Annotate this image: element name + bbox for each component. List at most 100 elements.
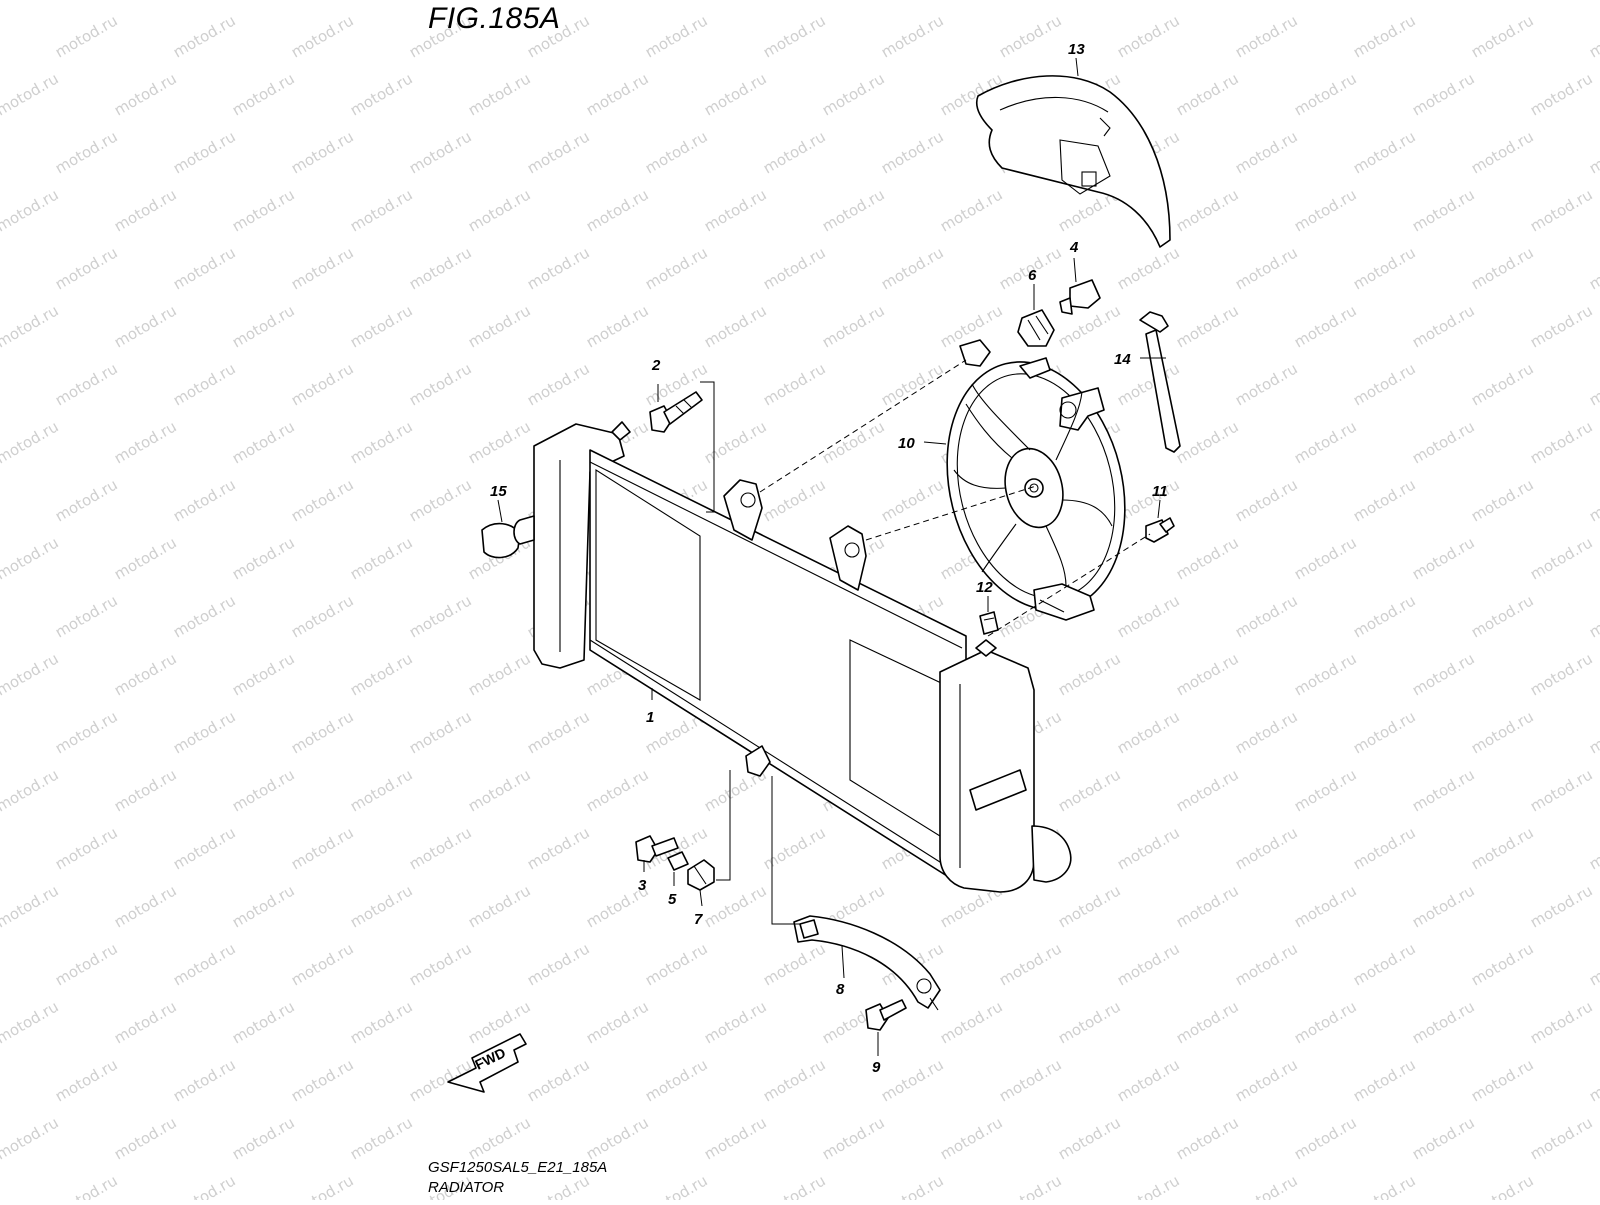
watermark-text: motod.ru xyxy=(406,591,475,641)
watermark-text: motod.ru xyxy=(1055,881,1124,931)
watermark-text: motod.ru xyxy=(1114,1055,1183,1105)
watermark-text: motod.ru xyxy=(229,997,298,1047)
watermark-text: motod.ru xyxy=(1527,1113,1596,1163)
watermark-text: motod.ru xyxy=(701,185,770,235)
watermark-text: motod.ru xyxy=(347,881,416,931)
watermark-text: motod.ru xyxy=(406,939,475,989)
watermark-text: motod.ru xyxy=(170,591,239,641)
watermark-text: motod.ru xyxy=(229,765,298,815)
watermark-text: motod.ru xyxy=(1291,533,1360,583)
watermark-text: motod.ru xyxy=(1468,475,1537,525)
watermark-text: motod.ru xyxy=(0,997,62,1047)
watermark-text: motod.ru xyxy=(1291,1113,1360,1163)
watermark-text: motod.ru xyxy=(465,765,534,815)
callout-10: 10 xyxy=(898,435,915,452)
watermark-text: motod.ru xyxy=(288,11,357,61)
watermark-text: motod.ru xyxy=(1527,881,1596,931)
watermark-text: motod.ru xyxy=(1468,823,1537,873)
watermark-text: motod.ru xyxy=(52,243,121,293)
section-name: RADIATOR xyxy=(428,1179,505,1196)
watermark-text: motod.ru xyxy=(1350,475,1419,525)
watermark-text: motod.ru xyxy=(1350,127,1419,177)
watermark-text: motod.ru xyxy=(1527,533,1596,583)
watermark-text: motod.ru xyxy=(229,649,298,699)
watermark-text: motod.ru xyxy=(465,881,534,931)
watermark-text: motod.ru xyxy=(819,185,888,235)
watermark-text: motod.ru xyxy=(819,301,888,351)
watermark-text: motod.ru xyxy=(1173,533,1242,583)
watermark-text: motod.ru xyxy=(111,881,180,931)
watermark-text: motod.ru xyxy=(1527,0,1596,3)
watermark-text: motod.ru xyxy=(760,243,829,293)
watermark-text: motod.ru xyxy=(1291,185,1360,235)
watermark-text: motod.ru xyxy=(1409,1113,1478,1163)
callout-4: 4 xyxy=(1069,239,1079,256)
watermark-text: motod.ru xyxy=(1114,707,1183,757)
watermark-text: motod.ru xyxy=(701,881,770,931)
watermark-text: motod.ru xyxy=(1586,11,1600,61)
watermark-text: motod.ru xyxy=(1055,1113,1124,1163)
watermark-text: motod.ru xyxy=(1350,707,1419,757)
watermark-text: motod.ru xyxy=(0,69,62,119)
lower-cushion xyxy=(687,859,715,891)
watermark-text: motod.ru xyxy=(0,765,62,815)
watermark-text: motod.ru xyxy=(288,939,357,989)
watermark-text: motod.ru xyxy=(1468,591,1537,641)
watermark-text: motod.ru xyxy=(937,997,1006,1047)
watermark-text: motod.ru xyxy=(347,997,416,1047)
drawing-code: GSF1250SAL5_E21_185A xyxy=(428,1159,608,1176)
watermark-text: motod.ru xyxy=(642,11,711,61)
watermark-text: motod.ru xyxy=(524,243,593,293)
watermark-text: motod.ru xyxy=(1232,11,1301,61)
watermark-text: motod.ru xyxy=(111,301,180,351)
watermark-text: motod.ru xyxy=(1468,11,1537,61)
watermark-text: motod.ru xyxy=(1173,881,1242,931)
watermark-text: motod.ru xyxy=(1291,881,1360,931)
watermark-text: motod.ru xyxy=(1409,301,1478,351)
watermark-text: motod.ru xyxy=(52,823,121,873)
cooling-fan xyxy=(946,339,1126,621)
watermark-text: motod.ru xyxy=(996,1055,1065,1105)
watermark-text: motod.ru xyxy=(1291,0,1360,3)
watermark-text: motod.ru xyxy=(524,707,593,757)
watermark-text: motod.ru xyxy=(1527,301,1596,351)
cap xyxy=(481,522,521,559)
leader-lines xyxy=(497,57,1166,1056)
watermark-text: motod.ru xyxy=(229,301,298,351)
watermark-text: motod.ru xyxy=(1409,649,1478,699)
callout-1: 1 xyxy=(646,709,654,726)
callout-11: 11 xyxy=(1152,483,1168,500)
watermark-text: motod.ru xyxy=(996,939,1065,989)
watermark-text: motod.ru xyxy=(288,823,357,873)
watermark-text: motod.ru xyxy=(524,1055,593,1105)
watermark-text: motod.ru xyxy=(996,11,1065,61)
watermark-text: motod.ru xyxy=(524,939,593,989)
watermark-text: motod.ru xyxy=(760,1055,829,1105)
watermark-text: motod.ru xyxy=(0,881,62,931)
watermark-text: motod.ru xyxy=(111,417,180,467)
watermark-text: motod.ru xyxy=(937,185,1006,235)
callout-8: 8 xyxy=(836,981,845,998)
watermark-text: motod.ru xyxy=(524,359,593,409)
radiator xyxy=(513,421,1072,893)
watermark-text: motod.ru xyxy=(111,0,180,3)
watermark-text: motod.ru xyxy=(1527,69,1596,119)
watermark-text: motod.ru xyxy=(996,1171,1065,1200)
watermark-text: motod.ru xyxy=(760,127,829,177)
watermark-text: motod.ru xyxy=(288,1055,357,1105)
watermark-text: motod.ru xyxy=(465,1113,534,1163)
watermark-text: motod.ru xyxy=(760,11,829,61)
watermark-text: motod.ru xyxy=(583,185,652,235)
watermark-text: motod.ru xyxy=(347,301,416,351)
watermark-text: motod.ru xyxy=(406,127,475,177)
watermark-text: motod.ru xyxy=(0,533,62,583)
watermark-text: motod.ru xyxy=(1409,533,1478,583)
watermark-text: motod.ru xyxy=(170,11,239,61)
watermark-text: motod.ru xyxy=(1468,243,1537,293)
watermark-text: motod.ru xyxy=(406,359,475,409)
watermark-text: motod.ru xyxy=(111,1113,180,1163)
watermark-text: motod.ru xyxy=(0,649,62,699)
watermark-text: motod.ru xyxy=(1232,1171,1301,1200)
watermark-text: motod.ru xyxy=(819,0,888,3)
watermark-text: motod.ru xyxy=(347,69,416,119)
